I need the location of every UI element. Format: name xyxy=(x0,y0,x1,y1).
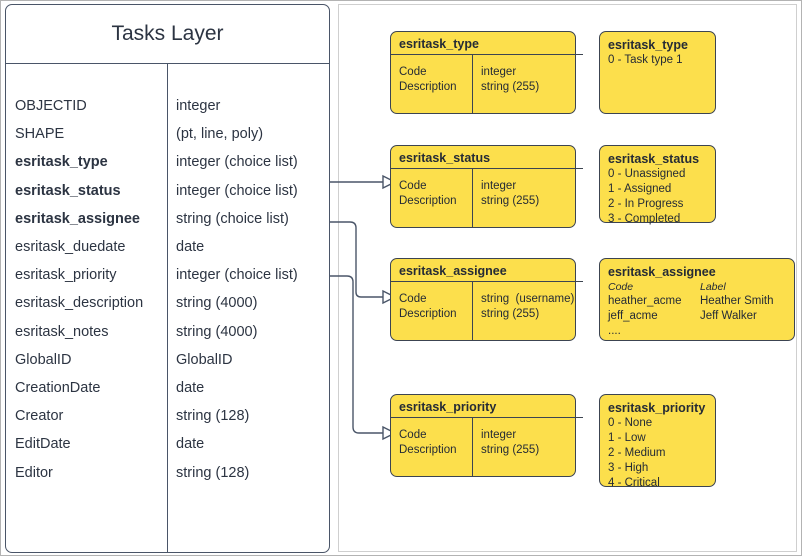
field-type: integer (choice list) xyxy=(176,267,298,284)
entity-body: OBJECTID integer SHAPE (pt, line, poly) … xyxy=(6,64,329,552)
field-type: GlobalID xyxy=(176,351,233,368)
field-row[interactable]: esritask_status integer (choice list) xyxy=(6,177,329,205)
value-box-label: Heather Smith xyxy=(700,295,774,307)
value-box-esritask-priority[interactable]: esritask_priority 0 - None 1 - Low 2 - M… xyxy=(599,394,716,489)
domain-table-esritask-assignee[interactable]: esritask_assignee Code Description strin… xyxy=(390,258,583,341)
value-box-row: jeff_acme Jeff Walker xyxy=(608,309,794,324)
field-type: (pt, line, poly) xyxy=(176,126,264,143)
field-name: CreationDate xyxy=(15,379,101,396)
field-name: esritask_notes xyxy=(15,323,109,340)
field-name: GlobalID xyxy=(15,351,72,368)
value-box-row: heather_acme Heather Smith xyxy=(608,294,794,309)
entity-title: Tasks Layer xyxy=(6,5,329,64)
domain-table-body: Code Description integer string (255) xyxy=(391,55,575,113)
domain-table-esritask-type[interactable]: esritask_type Code Description integer s… xyxy=(390,31,583,114)
value-box-code: jeff_acme xyxy=(608,310,658,322)
field-row[interactable]: GlobalID GlobalID xyxy=(6,346,329,374)
domain-table-types: integer string (255) xyxy=(481,180,540,207)
field-name: OBJECTID xyxy=(15,98,87,115)
domain-table-esritask-status[interactable]: esritask_status Code Description integer… xyxy=(390,145,583,228)
field-type: integer (choice list) xyxy=(176,182,298,199)
value-box-title: esritask_assignee xyxy=(608,265,716,279)
field-type: string (4000) xyxy=(176,295,258,312)
field-row[interactable]: SHAPE (pt, line, poly) xyxy=(6,120,329,148)
domain-table-body: Code Description integer string (255) xyxy=(391,169,575,227)
field-name: esritask_status xyxy=(15,182,121,199)
field-name: esritask_description xyxy=(15,295,144,312)
value-box-item: 4 - Critical xyxy=(608,477,660,489)
domain-table-types: integer string (255) xyxy=(481,66,540,93)
field-row[interactable]: esritask_duedate date xyxy=(6,233,329,261)
value-box-col-header-label: Label xyxy=(700,281,726,293)
domain-table-header: esritask_assignee xyxy=(391,259,583,282)
domain-table-body: Code Description string (username) strin… xyxy=(391,282,575,340)
field-row[interactable]: OBJECTID integer xyxy=(6,92,329,120)
value-box-item: 1 - Low xyxy=(608,432,646,444)
field-row[interactable]: esritask_type integer (choice list) xyxy=(6,148,329,176)
value-box-item: 2 - In Progress xyxy=(608,198,684,210)
field-type: string (choice list) xyxy=(176,210,289,227)
field-type: string (4000) xyxy=(176,323,258,340)
field-name: esritask_assignee xyxy=(15,210,140,227)
value-box-item: 2 - Medium xyxy=(608,447,666,459)
value-box-item: 0 - None xyxy=(608,417,653,429)
field-type: integer xyxy=(176,98,221,115)
entity-field-list: OBJECTID integer SHAPE (pt, line, poly) … xyxy=(6,64,329,487)
value-box-code: heather_acme xyxy=(608,295,682,307)
value-box-col-header-code: Code xyxy=(608,281,634,293)
field-name: EditDate xyxy=(15,436,71,453)
domain-table-header: esritask_type xyxy=(391,32,583,55)
field-name: esritask_type xyxy=(15,154,108,171)
field-name: esritask_duedate xyxy=(15,239,126,256)
domain-table-fields: Code Description xyxy=(391,282,473,340)
field-type: integer (choice list) xyxy=(176,154,298,171)
field-name: SHAPE xyxy=(15,126,65,143)
value-box-item: 3 - High xyxy=(608,462,649,474)
value-box-esritask-assignee[interactable]: esritask_assignee Code Label heather_acm… xyxy=(599,258,795,341)
domain-table-types: string (username) string (255) xyxy=(481,293,575,320)
value-box-title: esritask_type xyxy=(608,38,688,52)
field-row[interactable]: CreationDate date xyxy=(6,374,329,402)
field-type: date xyxy=(176,379,205,396)
field-row[interactable]: EditDate date xyxy=(6,430,329,458)
value-box-column-headers: Code Label xyxy=(608,280,794,294)
domain-table-fields: Code Description xyxy=(391,418,473,476)
field-type: string (128) xyxy=(176,464,250,481)
field-type: date xyxy=(176,436,205,453)
value-box-title: esritask_status xyxy=(608,152,700,166)
value-box-esritask-type[interactable]: esritask_type 0 - Task type 1 xyxy=(599,31,716,114)
domain-table-fields: Code Description xyxy=(391,169,473,227)
field-name: esritask_priority xyxy=(15,267,117,284)
domain-table-fields: Code Description xyxy=(391,55,473,113)
value-box-item: 3 - Completed xyxy=(608,213,681,225)
value-box-item: 1 - Assigned xyxy=(608,183,672,195)
field-name: Creator xyxy=(15,408,64,425)
value-box-item: 0 - Unassigned xyxy=(608,168,686,180)
value-box-ellipsis: .... xyxy=(608,325,621,337)
domain-table-header: esritask_status xyxy=(391,146,583,169)
field-row[interactable]: esritask_assignee string (choice list) xyxy=(6,205,329,233)
value-box-title: esritask_priority xyxy=(608,401,706,415)
value-box-label: Jeff Walker xyxy=(700,310,757,322)
domain-table-esritask-priority[interactable]: esritask_priority Code Description integ… xyxy=(390,394,583,477)
value-box-item: 0 - Task type 1 xyxy=(608,54,683,66)
field-name: Editor xyxy=(15,464,53,481)
field-type: string (128) xyxy=(176,408,250,425)
domain-table-body: Code Description integer string (255) xyxy=(391,418,575,476)
field-row[interactable]: Editor string (128) xyxy=(6,458,329,486)
field-row[interactable]: esritask_description string (4000) xyxy=(6,289,329,317)
entity-column-divider xyxy=(167,64,168,552)
value-box-esritask-status[interactable]: esritask_status 0 - Unassigned 1 - Assig… xyxy=(599,145,716,225)
field-row[interactable]: esritask_priority integer (choice list) xyxy=(6,261,329,289)
tasks-layer-entity[interactable]: Tasks Layer OBJECTID integer SHAPE (pt, … xyxy=(5,4,330,553)
field-type: date xyxy=(176,239,205,256)
domain-table-header: esritask_priority xyxy=(391,395,583,418)
field-row[interactable]: Creator string (128) xyxy=(6,402,329,430)
field-row[interactable]: esritask_notes string (4000) xyxy=(6,318,329,346)
domain-table-types: integer string (255) xyxy=(481,429,540,456)
